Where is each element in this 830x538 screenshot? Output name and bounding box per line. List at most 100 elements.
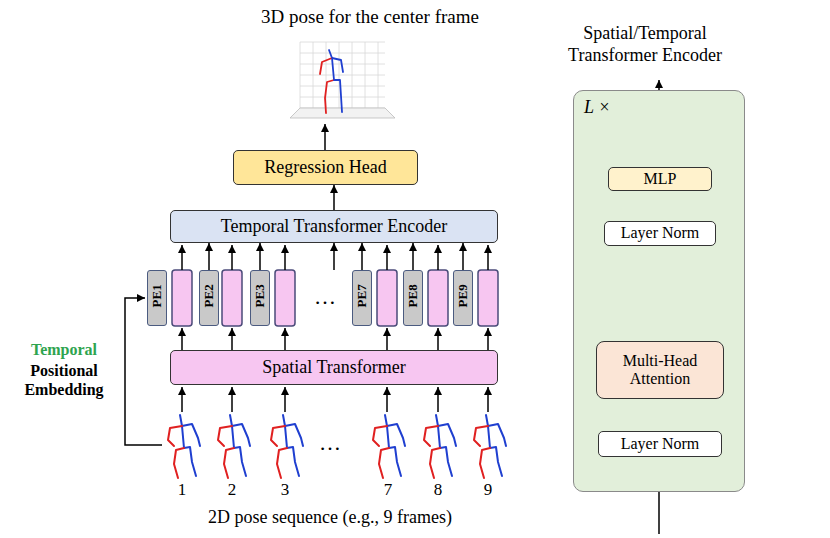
box-label: Spatial Transformer bbox=[262, 357, 406, 378]
figure-title: 3D pose for the center frame bbox=[261, 6, 479, 28]
skeleton-limb bbox=[285, 424, 303, 446]
plot-grid bbox=[300, 97, 385, 98]
skeleton-limb bbox=[334, 80, 342, 112]
box-label: Layer Norm bbox=[621, 224, 700, 242]
skeleton-limb bbox=[332, 58, 343, 72]
temporal-encoder-box: Temporal Transformer Encoder bbox=[170, 210, 498, 243]
skeleton-limb bbox=[329, 50, 334, 80]
skeleton-limb bbox=[373, 426, 387, 446]
token-arrow bbox=[231, 328, 233, 350]
token-arrow bbox=[437, 245, 439, 270]
token-arrow bbox=[284, 328, 286, 350]
frame-index: 1 bbox=[178, 480, 187, 500]
skeleton-limb bbox=[234, 447, 246, 476]
flow-arrow bbox=[208, 243, 210, 270]
skeleton-limb bbox=[174, 448, 184, 478]
skeleton-limb bbox=[218, 426, 232, 446]
attention-box: Multi-Head Attention bbox=[596, 341, 724, 399]
skeleton-limb bbox=[387, 426, 389, 448]
box-label: Regression Head bbox=[264, 157, 386, 178]
skeleton-limb bbox=[271, 426, 285, 446]
side-label: Positional Embedding bbox=[14, 361, 114, 399]
skeleton-limb bbox=[430, 448, 440, 478]
layer-norm-box: Layer Norm bbox=[598, 431, 722, 457]
box-label: MLP bbox=[644, 170, 677, 188]
skeleton-limb bbox=[232, 424, 250, 446]
skeleton-limb bbox=[436, 415, 438, 426]
box-label: Multi-Head Attention bbox=[605, 352, 715, 389]
positional-embedding: PE8 bbox=[403, 270, 423, 326]
box-label: PE2 bbox=[202, 289, 217, 307]
skeleton-limb bbox=[320, 58, 332, 74]
input-arrow bbox=[437, 387, 439, 412]
plot-grid bbox=[300, 75, 385, 76]
token-arrow bbox=[386, 245, 388, 270]
input-arrow bbox=[231, 387, 233, 412]
positional-embedding: PE7 bbox=[352, 270, 372, 326]
skeleton-limb bbox=[283, 415, 285, 426]
flow-arrow bbox=[412, 243, 414, 270]
regression-head: Regression Head bbox=[233, 150, 418, 185]
skeleton-limb bbox=[385, 415, 387, 426]
skeleton-limb bbox=[224, 448, 234, 478]
flow-arrow bbox=[259, 243, 261, 270]
skeleton-limb bbox=[325, 80, 334, 113]
token-arrow bbox=[181, 328, 183, 350]
skeleton-limb bbox=[182, 424, 200, 446]
spatial-transformer-box: Spatial Transformer bbox=[170, 350, 498, 385]
skeleton-limb bbox=[182, 426, 184, 448]
token-arrow bbox=[181, 245, 183, 270]
panel-heading: Spatial/Temporal Transformer Encoder bbox=[560, 23, 730, 66]
skeleton-limb bbox=[287, 447, 299, 476]
token-row bbox=[172, 245, 498, 412]
token-arrow bbox=[284, 245, 286, 270]
box-label: PE8 bbox=[406, 289, 421, 307]
box-label: PE9 bbox=[456, 289, 471, 307]
skeleton-limb bbox=[488, 424, 506, 446]
frame-index: 7 bbox=[384, 480, 393, 500]
encoder-panel: MLPLayer NormMulti-Head AttentionLayer N… bbox=[573, 90, 745, 492]
skeleton-limb bbox=[424, 426, 438, 446]
flow-arrow bbox=[333, 243, 335, 270]
token-arrow bbox=[437, 328, 439, 350]
token-arrow bbox=[231, 245, 233, 270]
input-arrow bbox=[181, 387, 183, 412]
feature-token bbox=[428, 270, 448, 326]
repeat-count: L × bbox=[584, 97, 610, 118]
flow-arrow bbox=[361, 243, 363, 270]
feature-token bbox=[275, 270, 295, 326]
token-arrow bbox=[386, 328, 388, 350]
frame-index: 8 bbox=[434, 480, 443, 500]
skeleton-limb bbox=[438, 426, 440, 448]
input-arrow bbox=[386, 387, 388, 412]
token-arrow bbox=[487, 245, 489, 270]
skeleton-limb bbox=[474, 426, 488, 446]
skeleton-limb bbox=[168, 426, 182, 446]
positional-embedding: PE9 bbox=[453, 270, 473, 326]
skeleton-limb bbox=[486, 415, 488, 426]
frame-index: 9 bbox=[484, 480, 493, 500]
input-arrow bbox=[487, 387, 489, 412]
skeleton-limb bbox=[387, 424, 405, 446]
input-arrow bbox=[284, 387, 286, 412]
token-arrow bbox=[487, 328, 489, 350]
skeleton-limb bbox=[232, 426, 234, 448]
box-label: Temporal Transformer Encoder bbox=[221, 216, 448, 237]
skeleton-limb bbox=[180, 415, 182, 426]
box-label: PE3 bbox=[253, 289, 268, 307]
skeleton-limb bbox=[230, 415, 232, 426]
pose-3d-plot bbox=[290, 42, 395, 118]
input-caption: 2D pose sequence (e.g., 9 frames) bbox=[208, 507, 452, 528]
plot-grid bbox=[300, 53, 385, 54]
skeleton-limb bbox=[488, 426, 490, 448]
skeleton-limb bbox=[184, 447, 196, 476]
plot-grid bbox=[365, 42, 366, 108]
skeleton-limb bbox=[277, 448, 287, 478]
frame-index: … bbox=[314, 284, 336, 310]
positional-embedding: PE1 bbox=[147, 270, 167, 326]
flow-arrow bbox=[333, 185, 335, 210]
side-label: Temporal bbox=[31, 341, 97, 359]
output-arrow bbox=[324, 124, 326, 150]
frame-index: … bbox=[319, 430, 341, 456]
